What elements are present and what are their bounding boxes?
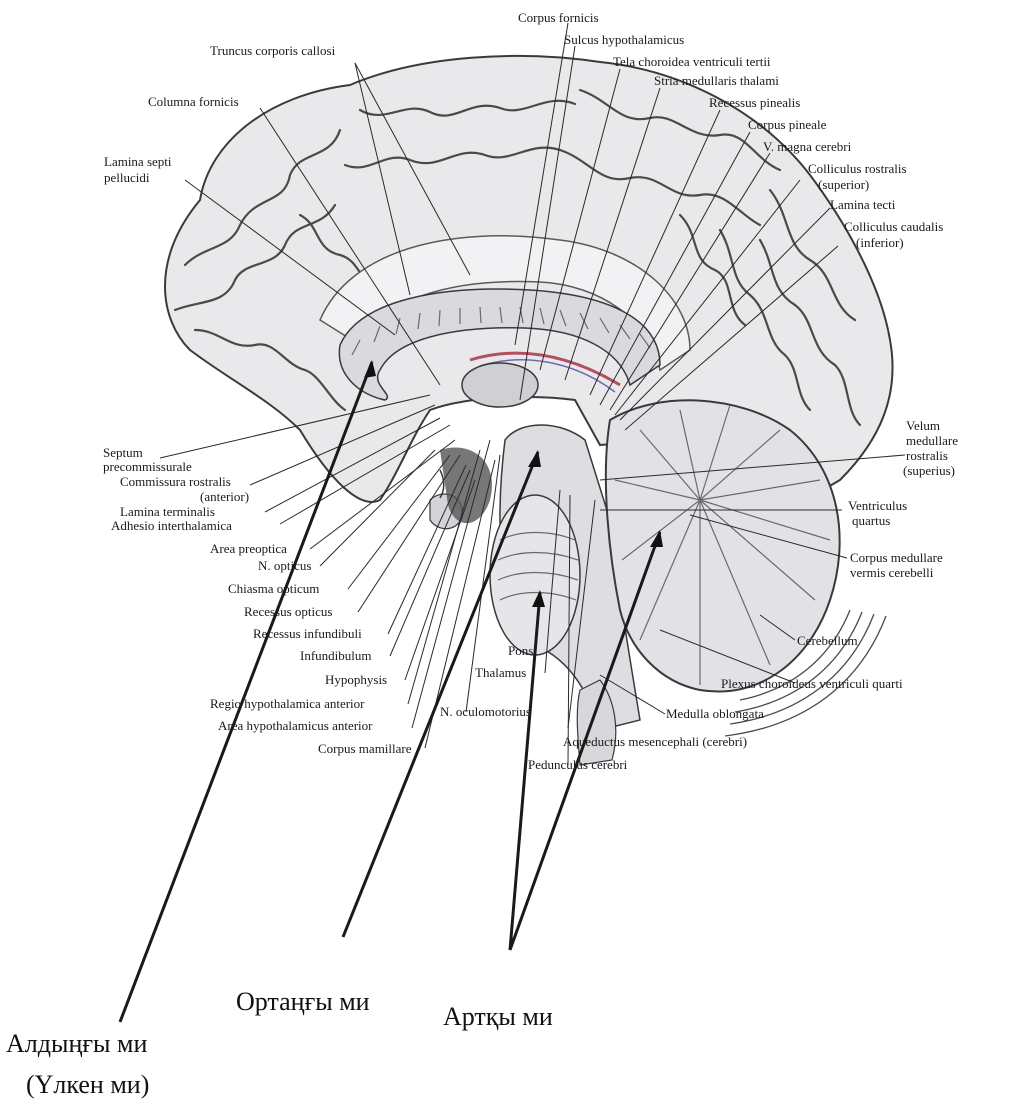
label-area-preoptica: Area preoptica [210, 541, 287, 556]
label-truncus: Truncus corporis callosi [210, 43, 336, 58]
label-pons: Pons [508, 643, 533, 658]
label-recessus-infundibuli: Recessus infundibuli [253, 626, 362, 641]
label-coll-rostralis-2: (superior) [818, 177, 869, 192]
region-midbrain: Ортаңғы ми [236, 987, 370, 1016]
label-corpus-pineale: Corpus pineale [748, 117, 827, 132]
label-coll-caudalis: Colliculus caudalis [844, 219, 943, 234]
label-n-oculomotorius: N. oculomotorius [440, 704, 531, 719]
pons-shape [490, 495, 580, 655]
label-tela: Tela choroidea ventriculi tertii [613, 54, 771, 69]
label-infundibulum: Infundibulum [300, 648, 372, 663]
region-forebrain-sub: (Үлкен ми) [26, 1070, 149, 1099]
region-forebrain: Алдыңғы ми [6, 1029, 147, 1058]
label-velum: Velum [906, 418, 940, 433]
label-septum: Septum [103, 445, 143, 460]
label-aqueductus: Aqueductus mesencephali (cerebri) [563, 734, 747, 749]
label-commissura: Commissura rostralis [120, 474, 231, 489]
label-thalamus: Thalamus [475, 665, 526, 680]
label-corpus-medullare-2: vermis cerebelli [850, 565, 934, 580]
label-coll-rostralis: Colliculus rostralis [808, 161, 907, 176]
thalamus-shape [462, 363, 538, 407]
label-septum-2: precommissurale [103, 459, 192, 474]
label-regio: Regio hypothalamica anterior [210, 696, 365, 711]
label-ventriculus-2: quartus [852, 513, 890, 528]
label-lamina-septi-2: pellucidi [104, 170, 150, 185]
label-corpus-mamillare: Corpus mamillare [318, 741, 412, 756]
label-corpus-medullare: Corpus medullare [850, 550, 943, 565]
label-cerebellum: Cerebellum [797, 633, 858, 648]
label-velum-4: (superius) [903, 463, 955, 478]
label-coll-caudalis-2: (inferior) [856, 235, 904, 250]
label-pedunculus: Pedunculus cerebri [528, 757, 628, 772]
label-recessus-opticus: Recessus opticus [244, 604, 332, 619]
region-hindbrain: Артқы ми [443, 1002, 553, 1031]
label-n-opticus: N. opticus [258, 558, 311, 573]
label-columna: Columna fornicis [148, 94, 239, 109]
brain-illustration [165, 56, 893, 765]
label-plexus: Plexus choroideus ventriculi quarti [721, 676, 903, 691]
label-corpus-fornicis: Corpus fornicis [518, 10, 599, 25]
region-labels: Ортаңғы ми Артқы ми Алдыңғы ми (Үлкен ми… [6, 987, 553, 1099]
label-lamina-septi: Lamina septi [104, 154, 172, 169]
label-hypophysis: Hypophysis [325, 672, 387, 687]
label-ventriculus: Ventriculus [848, 498, 907, 513]
label-velum-3: rostralis [906, 448, 948, 463]
label-sulcus: Sulcus hypothalamicus [564, 32, 684, 47]
label-v-magna: V. magna cerebri [763, 139, 852, 154]
label-commissura-2: (anterior) [200, 489, 249, 504]
label-velum-2: medullare [906, 433, 958, 448]
label-lamina-tecti: Lamina tecti [830, 197, 896, 212]
label-stria: Stria medullaris thalami [654, 73, 779, 88]
label-area-hypo: Area hypothalamicus anterior [218, 718, 373, 733]
label-adhesio: Adhesio interthalamica [111, 518, 232, 533]
label-recessus-pinealis: Recessus pinealis [709, 95, 800, 110]
label-lamina-terminalis: Lamina terminalis [120, 504, 215, 519]
label-chiasma: Chiasma opticum [228, 581, 319, 596]
label-medulla: Medulla oblongata [666, 706, 764, 721]
